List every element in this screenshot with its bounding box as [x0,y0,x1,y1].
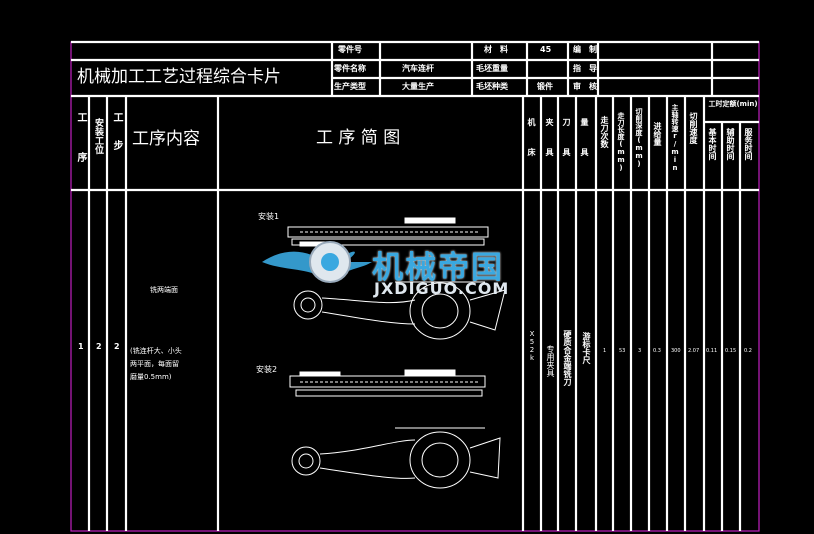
rod-front-view-1 [293,281,506,340]
row-aux-time: 0.15 [725,348,737,354]
row-length: 53 [619,348,626,354]
col-install: 安装工位 [93,118,103,154]
rod-top-view-2 [289,369,486,397]
col-length: 走刀长度(mm) [617,112,625,172]
col-feed: 进给量 [653,122,662,146]
row-content-note-3: 磨量0.5mm) [130,373,172,381]
row-machine: X52k [528,330,536,362]
row-depth: 3 [638,348,642,354]
material-label: 材 料 [484,45,508,54]
sketch-install-2-label: 安装2 [256,365,278,374]
col-time-quota: 工时定额(min) [708,100,758,108]
compile-label: 编 制 [573,45,597,54]
row-content-note-1: (铣连杆大、小头 [130,347,182,355]
part-no-label: 零件号 [338,45,362,54]
row-process: 1 [78,342,84,351]
col-passes: 走刀次数 [600,116,609,148]
col-fixture: 夹具 [545,118,554,178]
row-service-time: 0.2 [744,348,752,354]
row-cut-speed: 2.07 [688,348,700,354]
sketch-install-1-label: 安装1 [258,212,280,221]
col-sketch: 工 序 简 图 [316,128,401,148]
row-content-title: 铣两端面 [150,286,178,294]
col-cut-speed: 切削速度 [689,112,698,144]
row-step: 2 [114,342,120,351]
col-step: 工步 [111,112,122,168]
col-machine: 机床 [527,118,536,178]
prod-type-value: 大量生产 [402,82,434,91]
col-process: 工序 [75,112,86,192]
part-name-value: 汽车连杆 [402,64,434,73]
row-tool: 硬质合金端铣刀 [563,330,572,386]
row-install: 2 [96,342,102,351]
row-basic-time: 0.11 [706,348,718,354]
prod-type-label: 生产类型 [334,82,366,91]
rod-top-view-1 [287,217,489,247]
row-content-note-2: 两平面，每面留 [130,360,179,368]
row-speed: 300 [671,348,681,354]
material-value: 45 [540,45,552,54]
col-speed: 主轴转速r/min [671,104,679,172]
guide-label: 指 导 [573,64,597,73]
row-feed: 0.3 [653,348,661,354]
blank-type-value: 锻件 [537,82,553,91]
col-content: 工序内容 [132,129,200,149]
row-gauge: 游标卡尺 [582,332,591,364]
page-title: 机械加工工艺过程综合卡片 [77,67,281,87]
col-aux-time: 辅助时间 [726,128,735,160]
col-service-time: 服务时间 [744,128,753,160]
col-basic-time: 基本时间 [708,128,717,160]
blank-weight-label: 毛坯重量 [476,64,508,73]
watermark-logo-icon [262,241,372,283]
col-tool: 刀具 [562,118,571,178]
col-depth: 切削深度(mm) [635,108,643,168]
blank-type-label: 毛坯种类 [476,82,508,91]
watermark-cn: 机械帝国 [372,250,504,286]
review-label: 审 核 [573,82,597,91]
watermark-en: JXDIGUO.COM [374,279,510,298]
rod-front-view-2 [291,427,501,489]
part-name-label: 零件名称 [334,64,366,73]
row-fixture: 专用夹具 [546,345,555,377]
col-gauge: 量具 [580,118,589,178]
row-passes: 1 [603,348,607,354]
